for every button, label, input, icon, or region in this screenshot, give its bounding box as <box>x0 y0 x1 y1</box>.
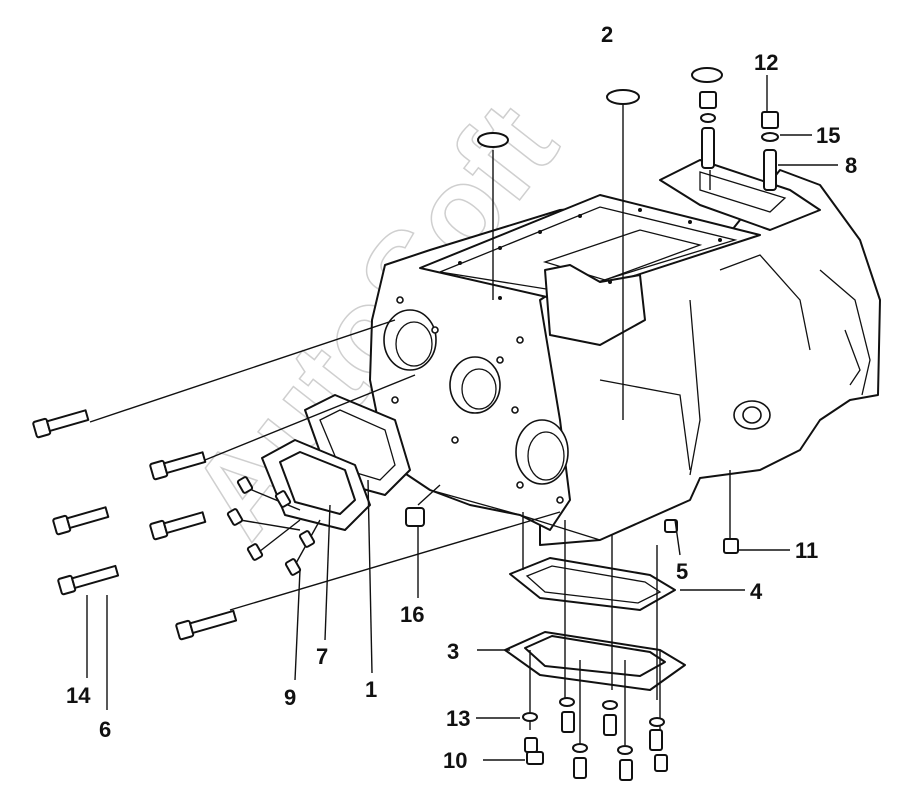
callout-10: 10 <box>443 748 467 773</box>
bolt <box>149 451 207 481</box>
long-bolts <box>32 409 238 641</box>
callout-6: 6 <box>99 717 111 742</box>
bottom-cover-plate <box>504 631 686 691</box>
callout-1: 1 <box>365 677 377 702</box>
callout-leaders <box>86 75 838 761</box>
bolt <box>52 506 110 536</box>
bolt <box>175 609 238 641</box>
callout-8: 8 <box>845 153 857 178</box>
bottom-fasteners <box>522 697 668 781</box>
plugs <box>405 67 779 554</box>
cover-screws <box>226 476 316 576</box>
bottom-gasket <box>509 557 676 611</box>
callout-labels: 1 2 3 4 5 6 7 8 9 10 11 12 13 14 15 16 <box>66 22 857 773</box>
callout-3: 3 <box>447 639 459 664</box>
callout-7: 7 <box>316 644 328 669</box>
bolt <box>32 409 90 439</box>
gearbox-housing <box>369 159 881 546</box>
bolt <box>149 511 207 541</box>
leader-lines <box>89 105 731 745</box>
bolt <box>57 564 120 596</box>
callout-14: 14 <box>66 683 91 708</box>
callout-13: 13 <box>446 706 470 731</box>
callout-2: 2 <box>601 22 613 47</box>
callout-15: 15 <box>816 123 840 148</box>
callout-16: 16 <box>400 602 424 627</box>
callout-11: 11 <box>795 538 818 563</box>
callout-4: 4 <box>750 579 763 604</box>
callout-12: 12 <box>754 50 778 75</box>
callout-5: 5 <box>676 559 688 584</box>
front-cover <box>261 439 371 531</box>
callout-9: 9 <box>284 685 296 710</box>
